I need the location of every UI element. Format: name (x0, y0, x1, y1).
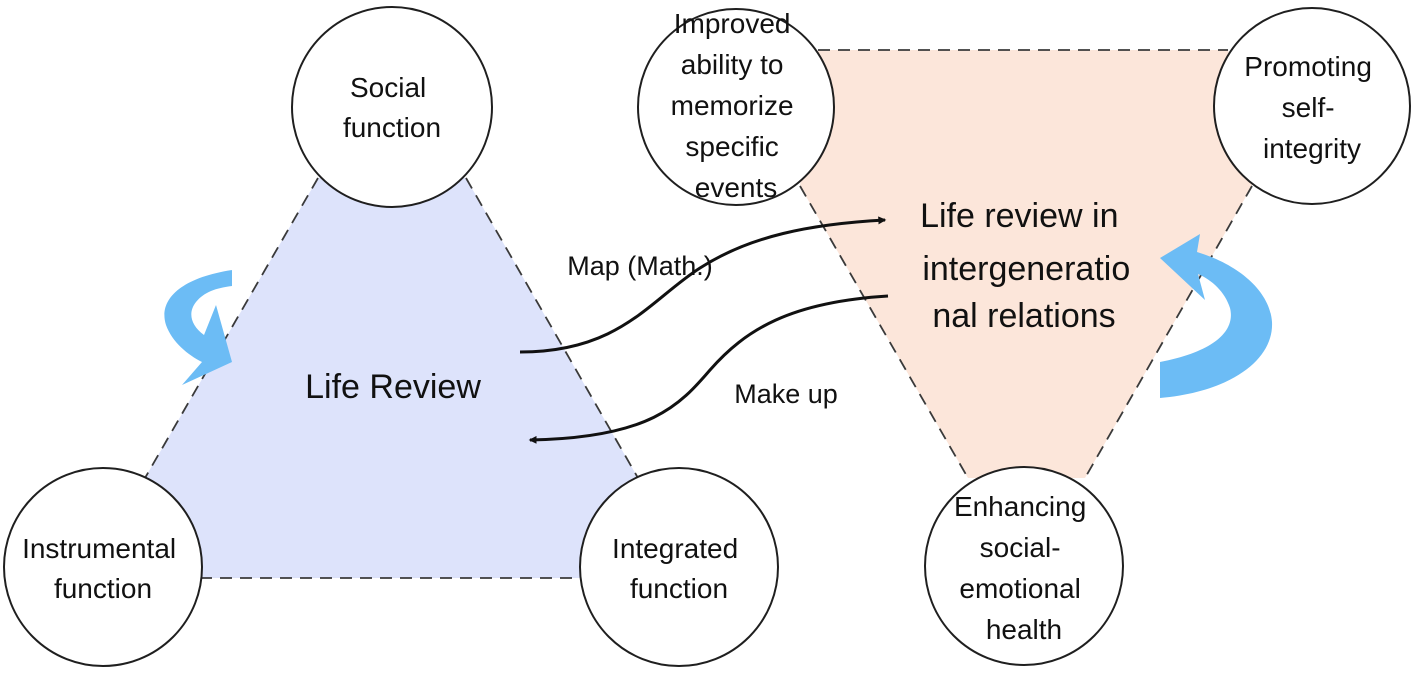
node-social-function: Social function (291, 6, 493, 208)
left-cycle-arrow-icon (164, 232, 232, 385)
node-circle (579, 467, 779, 667)
node-label-line: ability to (681, 49, 784, 80)
node-integrated-function: Integrated function (579, 467, 779, 667)
node-instrumental-function: Instrumental function (3, 467, 203, 667)
right-triangle-edge-right (1084, 185, 1253, 479)
right-triangle-edge-left (799, 185, 969, 479)
intergenerational-center-label: Life review in intergeneratio nal relati… (920, 197, 1140, 335)
node-label: Enhancing social- emotional health (954, 491, 1094, 645)
life-review-center-label: Life Review (305, 368, 481, 406)
node-label-line: Instrumental (22, 533, 176, 564)
make-up-arrow (528, 294, 889, 444)
intergenerational-center-line-3: nal relations (932, 297, 1115, 335)
node-label-line: specific (685, 131, 778, 162)
node-improved-memory: Improved ability to memorize specific ev… (637, 8, 835, 206)
node-label-line: self- (1282, 92, 1335, 123)
node-label-line: social- (980, 532, 1061, 563)
node-label: Promoting self- integrity (1244, 51, 1379, 164)
node-label-line: Improved (674, 8, 791, 39)
node-label-line: emotional (959, 573, 1080, 604)
make-up-arrow-label: Make up (734, 379, 838, 409)
left-triangle-edge-left (144, 177, 319, 479)
node-label-line: Social (350, 72, 426, 103)
node-label-line: health (986, 614, 1062, 645)
left-triangle (145, 178, 638, 578)
intergenerational-center-line-1: Life review in (920, 197, 1118, 235)
node-label-line: integrity (1263, 133, 1361, 164)
node-label-line: function (343, 112, 441, 143)
node-self-integrity: Promoting self- integrity (1213, 7, 1411, 205)
node-label-line: function (54, 573, 152, 604)
node-label-line: Enhancing (954, 491, 1086, 522)
node-circle (924, 466, 1124, 666)
intergenerational-center-line-2: intergeneratio (922, 250, 1130, 288)
map-arrow-label: Map (Math.) (567, 251, 713, 281)
node-circle (291, 6, 493, 208)
node-circle (3, 467, 203, 667)
node-label: Instrumental function (22, 533, 184, 604)
right-triangle (800, 50, 1252, 478)
node-label-line: events (695, 172, 778, 203)
node-label: Social function (343, 72, 441, 143)
node-social-emotional-health: Enhancing social- emotional health (924, 466, 1124, 666)
node-label: Integrated function (612, 533, 746, 604)
right-cycle-arrow-icon (1160, 234, 1273, 398)
node-label-line: Integrated (612, 533, 738, 564)
node-label-line: memorize (671, 90, 794, 121)
node-label: Improved ability to memorize specific ev… (671, 8, 802, 203)
node-label-line: Promoting (1244, 51, 1372, 82)
node-label-line: function (630, 573, 728, 604)
node-circle (637, 8, 835, 206)
node-circle (1213, 7, 1411, 205)
map-arrow (519, 216, 887, 354)
left-triangle-edge-right (465, 177, 639, 479)
